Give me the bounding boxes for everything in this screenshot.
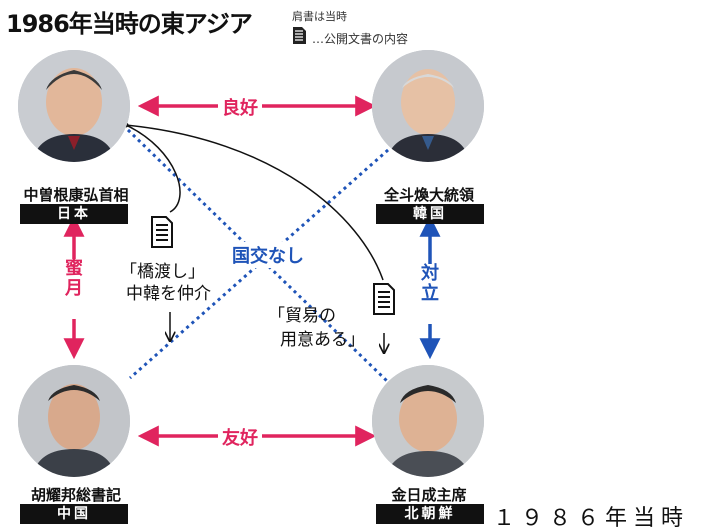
japan-china-char-1: 蜜 — [65, 258, 83, 279]
korea-north-korea-char-1: 対 — [421, 263, 439, 284]
no-relations-label: 国交なし — [229, 242, 307, 268]
document-icon — [151, 216, 173, 248]
no-relations-line-japan-north-korea — [126, 128, 390, 384]
relation-label-japan-korea: 良好 — [218, 94, 262, 120]
portrait-china — [18, 365, 130, 477]
bridge-quote-line1: 「橋渡し」 — [120, 262, 205, 282]
country-china: 中国 — [20, 504, 128, 524]
name-japan: 中曽根康弘首相 — [23, 186, 129, 204]
korea-north-korea-char-2: 立 — [421, 283, 439, 304]
name-china: 胡耀邦総書記 — [30, 486, 121, 504]
titles-note: 肩書は当時 — [292, 10, 347, 23]
curve-japan-trade — [125, 124, 384, 281]
portrait-korea — [372, 50, 484, 162]
document-icon — [293, 27, 306, 44]
relation-label-japan-china: 蜜 月 — [64, 259, 84, 319]
diagram-title: 1986年当時の東アジア — [6, 10, 253, 38]
country-korea: 韓国 — [376, 204, 484, 224]
trade-quote-line1: 「貿易の — [268, 306, 336, 326]
relation-label-china-north-korea: 友好 — [218, 424, 262, 450]
curve-japan-bridge — [125, 124, 181, 213]
portrait-north-korea — [372, 365, 484, 477]
document-icon — [373, 283, 395, 315]
image-caption: １９８６年当時 — [493, 506, 690, 531]
portrait-japan — [18, 50, 130, 162]
name-korea: 全斗煥大統領 — [383, 186, 474, 204]
country-north-korea: 北朝鮮 — [376, 504, 484, 524]
country-japan: 日本 — [20, 204, 128, 224]
name-north-korea: 金日成主席 — [391, 486, 467, 504]
japan-china-char-2: 月 — [65, 278, 83, 299]
trade-quote-line2: 用意ある」 — [280, 330, 365, 350]
no-relations-line-korea-china — [129, 148, 389, 380]
relation-label-korea-north-korea: 対 立 — [420, 264, 440, 324]
bridge-quote-line2: 中韓を仲介 — [126, 284, 211, 304]
document-legend-note: …公開文書の内容 — [312, 32, 409, 46]
